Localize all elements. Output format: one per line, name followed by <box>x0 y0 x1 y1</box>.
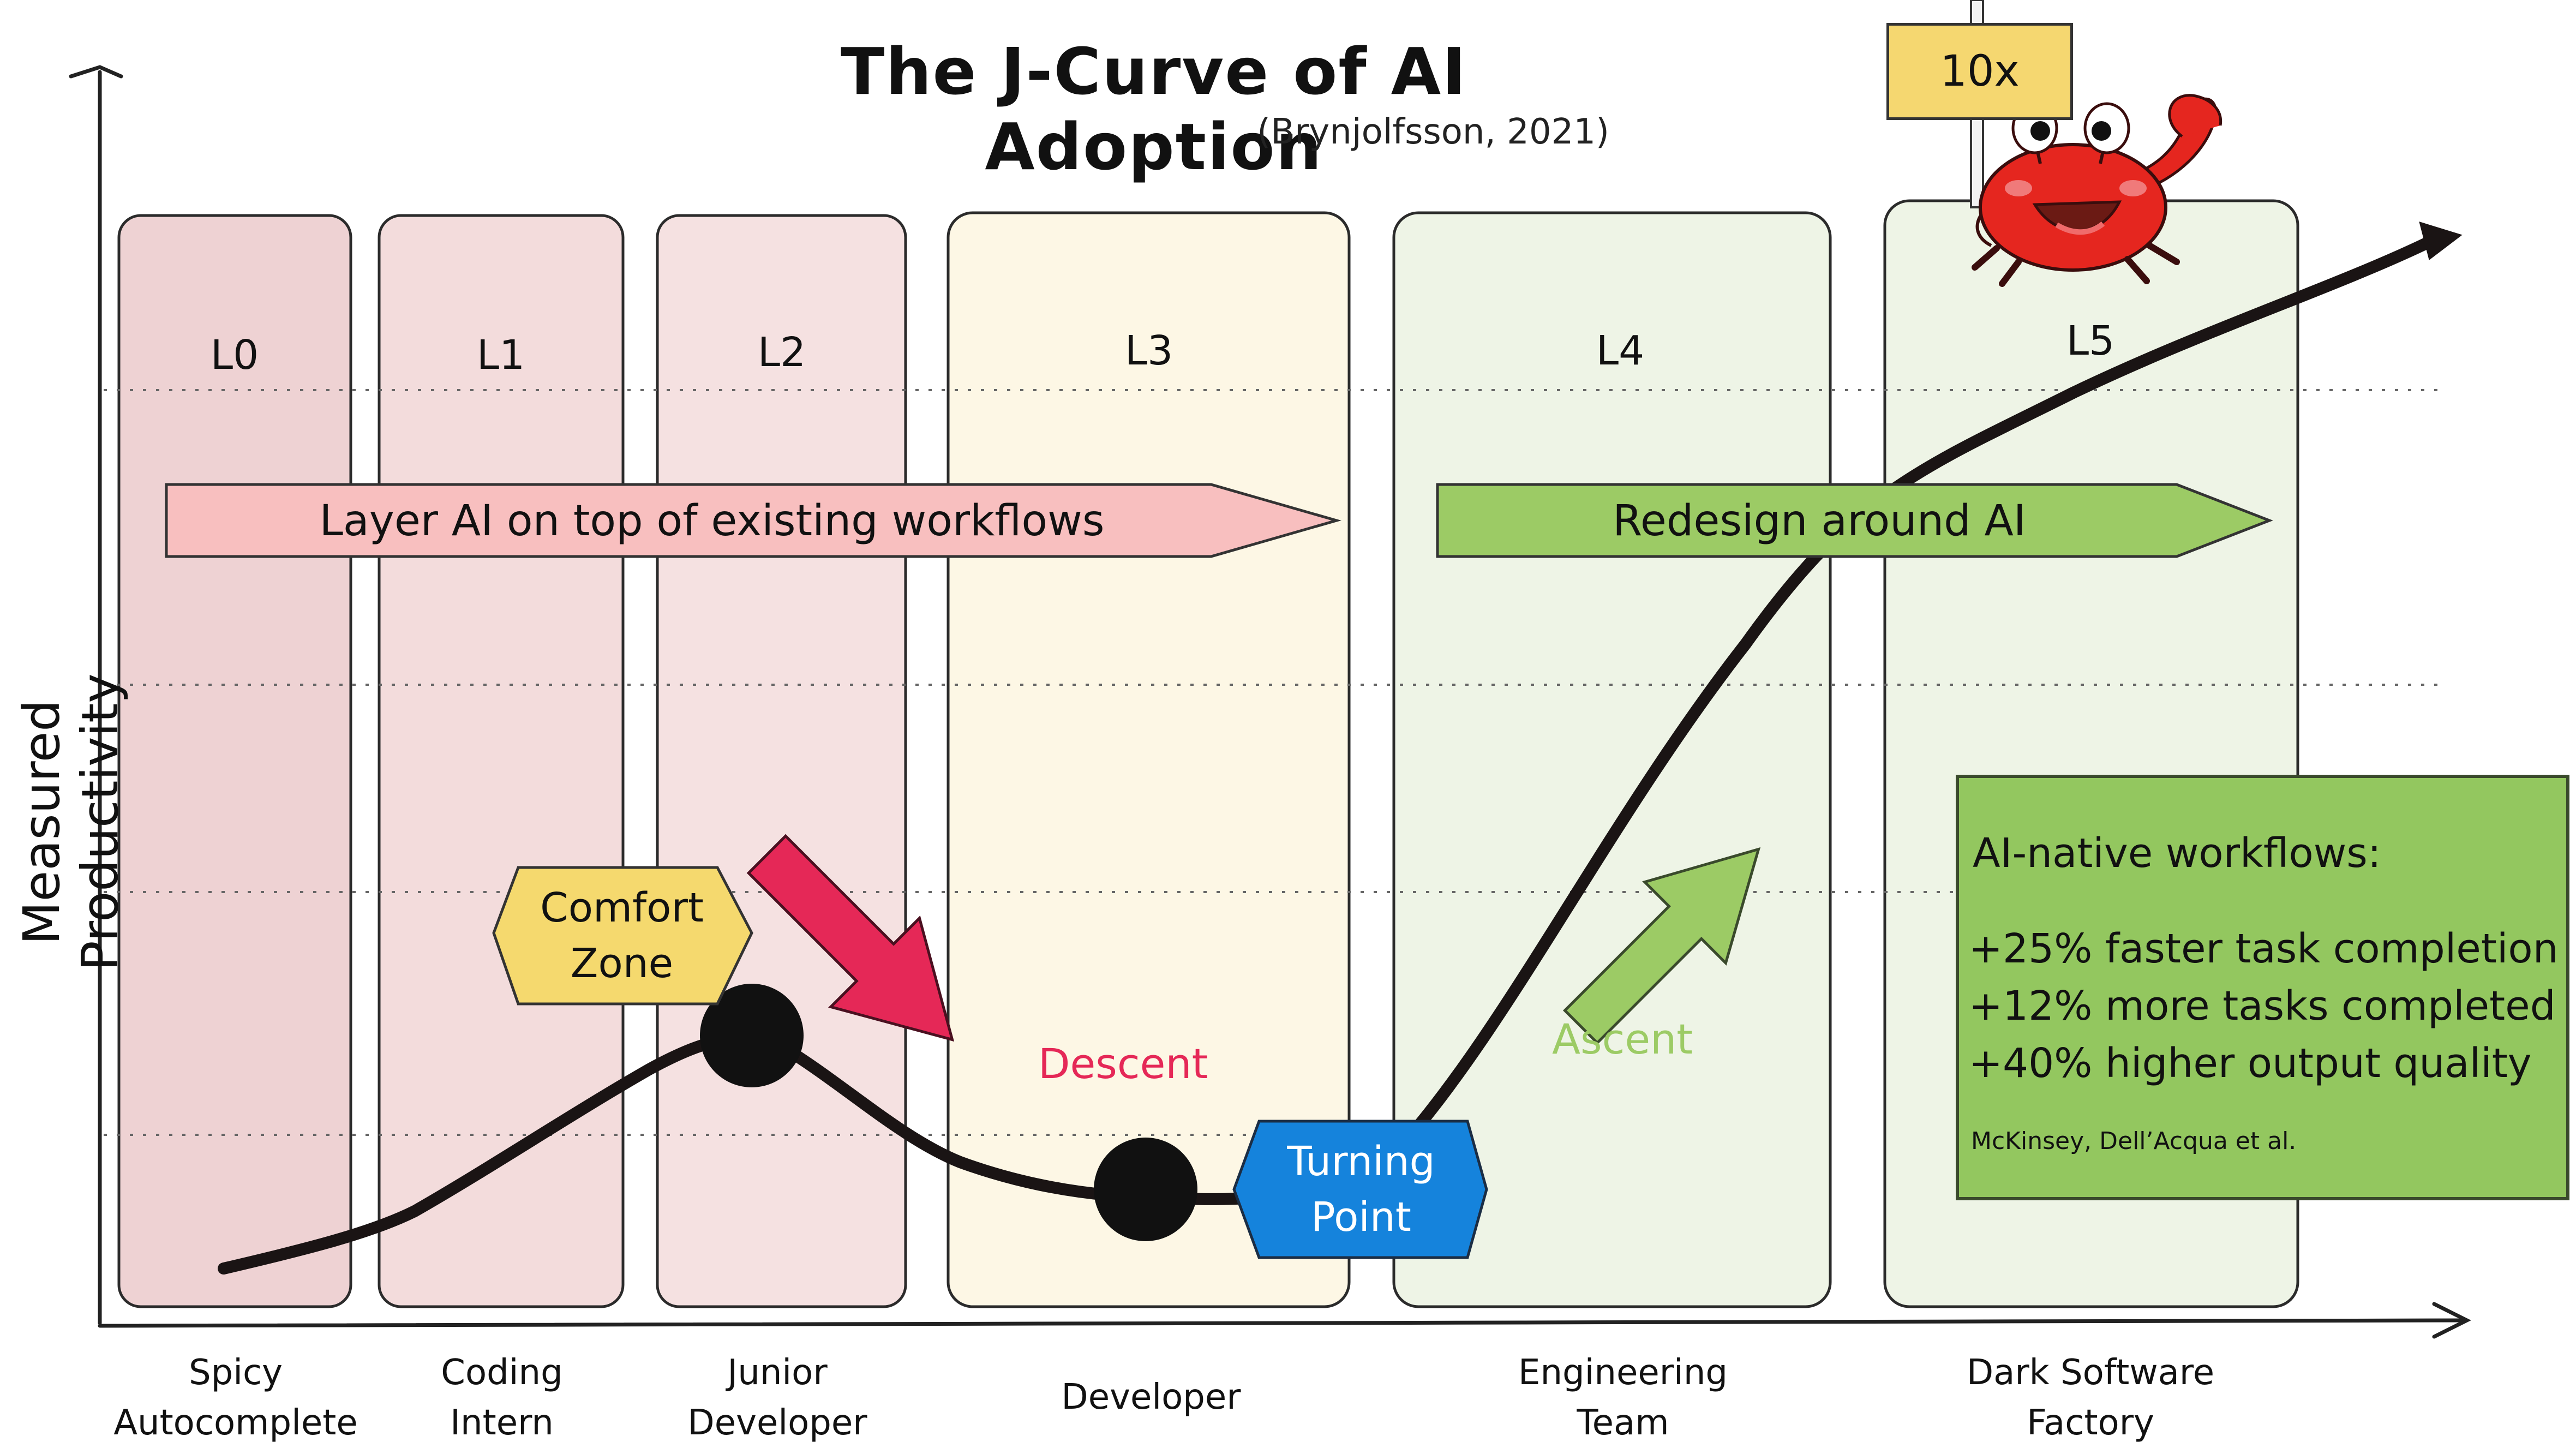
level-name-l4-line1: Engineering <box>1518 1353 1728 1393</box>
layer-banner-shape <box>165 483 1342 558</box>
turning-point-shape <box>1232 1120 1488 1259</box>
layer-banner: Layer AI on top of existing workflows <box>166 486 1257 557</box>
y-axis-label: Measured Productivity <box>13 673 129 971</box>
level-name-l4-line2: Team <box>1577 1403 1669 1443</box>
column-l2 <box>656 214 907 1308</box>
axes <box>69 65 2471 1339</box>
redesign-banner: Redesign around AI <box>1437 486 2201 557</box>
level-name-l1: Coding Intern <box>349 1348 655 1448</box>
level-code-l1: L1 <box>476 332 525 379</box>
stats-box: AI-native workflows: +25% faster task co… <box>1956 775 2569 1200</box>
descent-label: Descent <box>1038 1039 1208 1088</box>
stats-item-faster: +25% faster task completion <box>1969 925 2559 972</box>
level-code-l2: L2 <box>757 329 806 376</box>
level-name-l2: Junior Developer <box>625 1348 930 1448</box>
level-name-l1-line2: Intern <box>450 1403 554 1443</box>
comfort-zone-callout: Comfort Zone <box>502 870 742 1001</box>
comfort-zone-line1: Comfort <box>540 884 704 931</box>
column-l1 <box>378 214 625 1308</box>
stats-item-more-tasks: +12% more tasks completed <box>1969 983 2556 1030</box>
level-name-l2-line1: Junior <box>727 1353 828 1393</box>
level-name-l3: Developer <box>998 1372 1304 1422</box>
level-name-l0-line1: Spicy <box>188 1353 283 1393</box>
turning-point-line2: Point <box>1311 1194 1411 1241</box>
layer-banner-text: Layer AI on top of existing workflows <box>319 496 1105 546</box>
page-title: The J-Curve of AI Adoption <box>840 34 1467 184</box>
turning-point-line1: Turning <box>1287 1138 1435 1185</box>
descent-arrow-icon <box>746 834 955 1042</box>
curve-arrowhead <box>2419 222 2463 260</box>
redesign-banner-text: Redesign around AI <box>1613 496 2026 546</box>
level-name-l5: Dark Software Factory <box>1938 1348 2243 1448</box>
level-name-l5-line2: Factory <box>2027 1403 2154 1443</box>
stats-item-quality: +40% higher output quality <box>1969 1040 2532 1087</box>
trough-dot <box>1094 1138 1197 1241</box>
level-code-l0: L0 <box>210 332 259 379</box>
level-name-l5-line1: Dark Software <box>1966 1353 2215 1393</box>
level-name-l2-line2: Developer <box>687 1403 867 1443</box>
column-l0 <box>117 214 352 1308</box>
redesign-banner-shape <box>1436 483 2273 558</box>
turning-point-callout: Turning Point <box>1244 1124 1478 1255</box>
level-code-l4: L4 <box>1596 327 1645 374</box>
level-name-l1-line1: Coding <box>441 1353 563 1393</box>
subtitle: (Brynjolfsson, 2021) <box>1257 112 1609 152</box>
level-name-l4: Engineering Team <box>1470 1348 1776 1448</box>
comfort-zone-shape <box>492 866 753 1006</box>
ten-x-sign: 10x <box>1886 23 2073 120</box>
ascent-arrow-icon <box>1562 847 1761 1045</box>
level-name-l0-line2: Autocomplete <box>113 1403 358 1443</box>
level-code-l5: L5 <box>2066 318 2115 364</box>
ascent-label: Ascent <box>1552 1015 1693 1063</box>
level-code-l3: L3 <box>1124 327 1173 374</box>
stats-heading: AI-native workflows: <box>1973 830 2381 877</box>
comfort-zone-line2: Zone <box>570 940 674 987</box>
level-name-l0: Spicy Autocomplete <box>83 1348 388 1448</box>
level-name-l3-line1: Developer <box>1061 1377 1241 1417</box>
peak-dot <box>700 984 804 1087</box>
stats-source: McKinsey, Dell’Acqua et al. <box>1971 1127 2297 1155</box>
